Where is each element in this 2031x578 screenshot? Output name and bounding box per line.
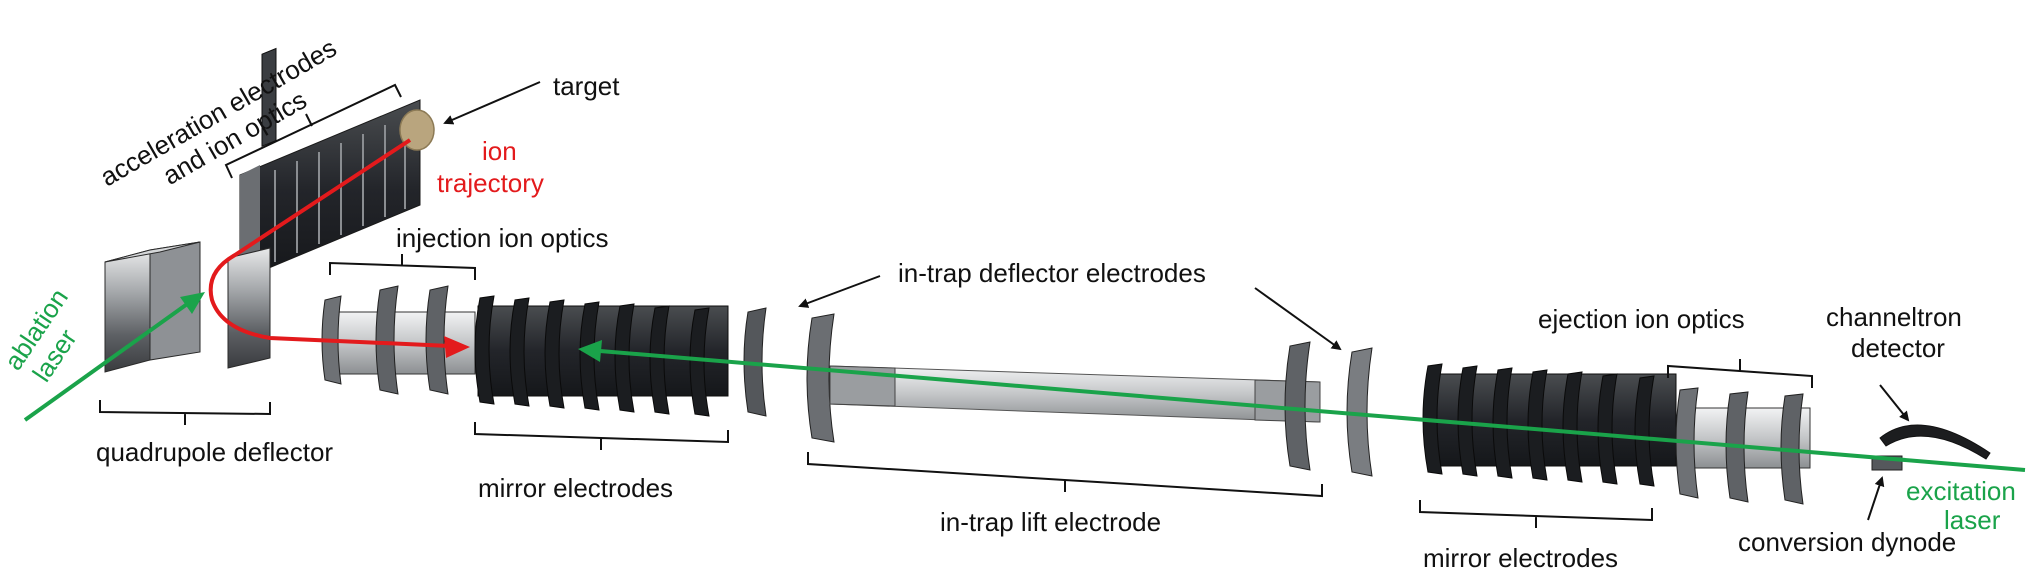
quadrupole-deflector: [104, 241, 271, 373]
mirror-electrodes-right: [1422, 363, 1677, 487]
label-excitation-laser-line1: excitation: [1906, 476, 2016, 506]
in-trap-deflector-right: [1284, 341, 1373, 477]
label-channeltron-detector-line2: detector: [1851, 333, 1945, 363]
bracket-in-trap-lift-electrode: [807, 452, 1323, 498]
arrow-channeltron-detector: [1879, 384, 1910, 422]
label-conversion-dynode: conversion dynode: [1738, 527, 1956, 557]
label-mirror-electrodes-left: mirror electrodes: [478, 473, 673, 503]
label-in-trap-deflector-electrodes: in-trap deflector electrodes: [898, 258, 1206, 288]
channeltron-detector: [1879, 424, 1991, 460]
label-excitation-laser-line2: laser: [1944, 505, 2001, 535]
bracket-mirror-electrodes-right: [1419, 500, 1653, 528]
bracket-ejection-ion-optics: [1667, 359, 1813, 388]
in-trap-deflector-left: [743, 307, 835, 443]
label-quadrupole-deflector: quadrupole deflector: [96, 437, 333, 467]
label-injection-ion-optics: injection ion optics: [396, 223, 608, 253]
label-channeltron-detector-line1: channeltron: [1826, 302, 1962, 332]
arrow-conversion-dynode: [1867, 476, 1885, 521]
bracket-mirror-electrodes-left: [474, 422, 729, 450]
label-target: target: [553, 71, 620, 101]
bracket-injection-ion-optics: [329, 254, 476, 280]
arrow-in-trap-deflector-left: [798, 275, 881, 308]
arrow-in-trap-deflector-right: [1254, 287, 1342, 351]
label-mirror-electrodes-right: mirror electrodes: [1423, 543, 1618, 573]
label-ion-trajectory-line1: ion: [482, 136, 517, 166]
acceleration-electrodes: [239, 47, 421, 281]
bracket-acceleration-electrodes: [224, 83, 402, 179]
mirror-electrodes-left: [474, 295, 729, 417]
arrow-target: [443, 81, 541, 125]
label-ejection-ion-optics: ejection ion optics: [1538, 304, 1745, 334]
label-ion-trajectory-line2: trajectory: [437, 168, 544, 198]
label-in-trap-lift-electrode: in-trap lift electrode: [940, 507, 1161, 537]
bracket-quadrupole-deflector: [99, 400, 271, 425]
ablation-laser-beam: [23, 292, 205, 422]
ion-trajectory-path: [208, 138, 470, 358]
excitation-laser-beam: [578, 340, 2026, 472]
